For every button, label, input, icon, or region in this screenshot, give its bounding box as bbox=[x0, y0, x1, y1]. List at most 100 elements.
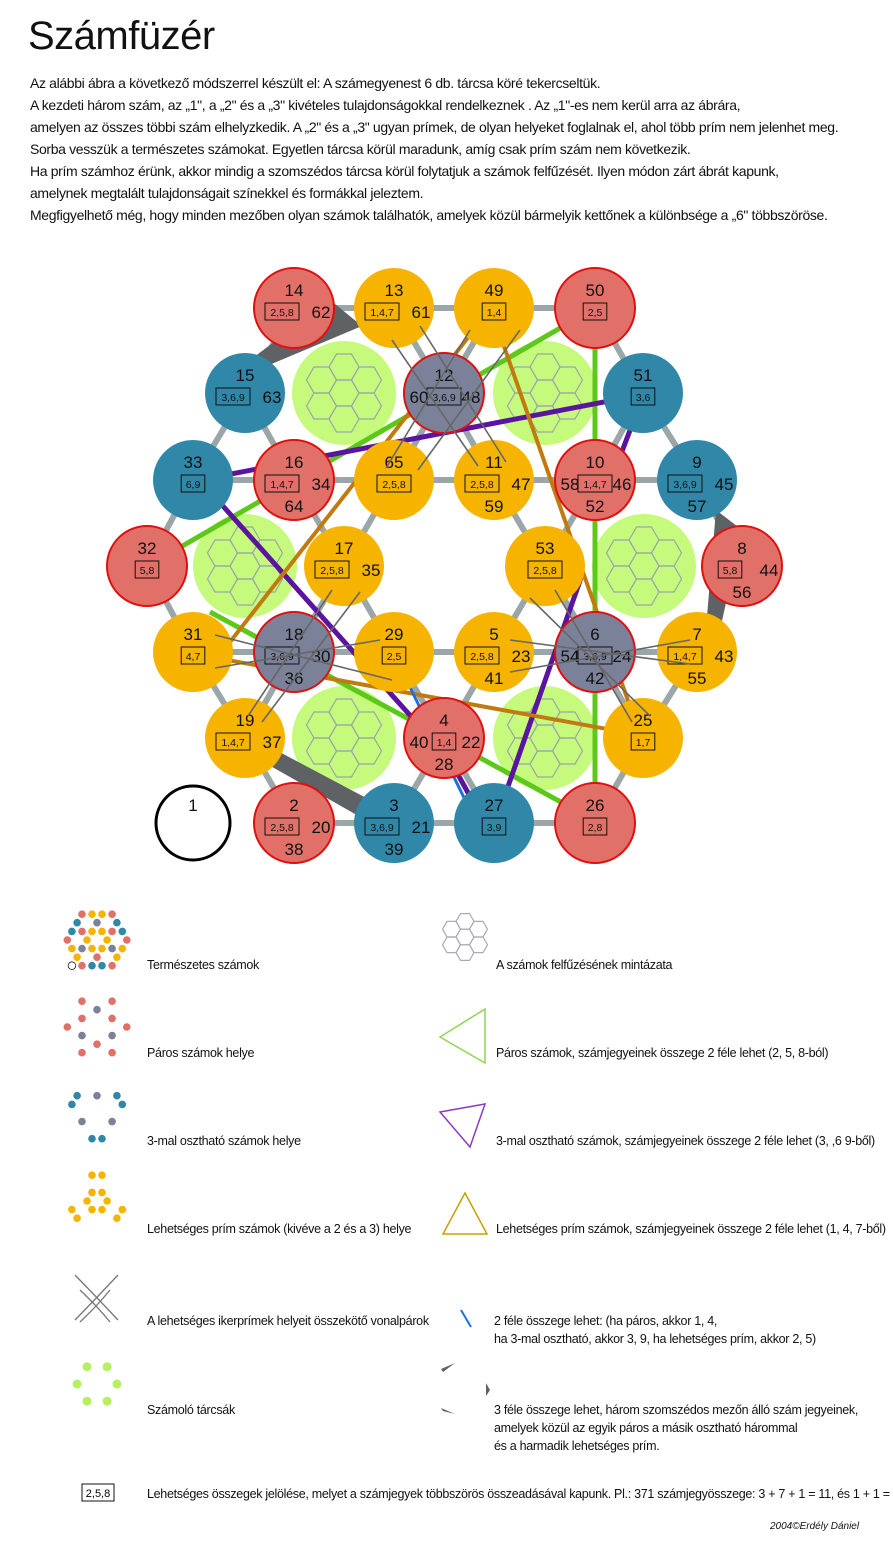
number-circle bbox=[403, 697, 485, 779]
number-circle bbox=[253, 782, 335, 864]
other-number-label: 40 bbox=[410, 733, 429, 752]
legend-disk-dot bbox=[72, 1379, 82, 1389]
twin-line bbox=[79, 1289, 111, 1323]
legend-natural-numbers: Természetes számok bbox=[147, 958, 259, 972]
twin-prime-line bbox=[261, 591, 361, 723]
number-circle bbox=[153, 612, 233, 692]
legend-counting-disks: Számoló tárcsák bbox=[147, 1403, 235, 1417]
legend-dot bbox=[88, 910, 96, 918]
intro-text: Az alábbi ábra a következő módszerrel ké… bbox=[30, 72, 839, 226]
digit-sum-box bbox=[630, 732, 656, 751]
hex-pattern-icon bbox=[441, 912, 489, 962]
number-node-65: 652,5,8 bbox=[354, 440, 434, 520]
legend-even: Páros számok helye bbox=[147, 1046, 255, 1060]
legend-dot bbox=[118, 927, 127, 936]
number-circle bbox=[454, 268, 534, 348]
intro-line: Az alábbi ábra a következő módszerrel ké… bbox=[30, 75, 601, 91]
other-number-label: 59 bbox=[485, 497, 504, 516]
legend-line: 3 féle összege lehet, három szomszédos m… bbox=[494, 1403, 859, 1417]
legend-dot bbox=[103, 936, 111, 944]
legend-two-sums: 2 féle összege lehet: (ha páros, akkor 1… bbox=[494, 1312, 816, 1348]
legend-dot bbox=[83, 936, 91, 944]
digit-sum-label: 1,4,7 bbox=[673, 651, 697, 663]
other-number-label: 52 bbox=[586, 497, 605, 516]
digit-sum-box bbox=[717, 560, 743, 579]
legend-mult3-sums: 3-mal osztható számok, számjegyeinek öss… bbox=[496, 1134, 875, 1148]
legend-dot bbox=[98, 944, 106, 953]
digit-sum-box bbox=[264, 302, 300, 321]
other-number-label: 63 bbox=[263, 388, 282, 407]
counting-disks-icon bbox=[72, 1362, 122, 1406]
legend-dot bbox=[68, 944, 76, 953]
digit-sum-label: 2,5 bbox=[387, 651, 402, 663]
legend-dot bbox=[113, 953, 121, 961]
counting-disk bbox=[592, 514, 696, 618]
digit-sum-box bbox=[215, 387, 251, 406]
prime-dots-icon bbox=[68, 1171, 127, 1222]
digit-sum-label: 3,9 bbox=[487, 822, 502, 834]
legend-dot bbox=[108, 944, 116, 953]
digit-sum-label: 3,6 bbox=[636, 392, 651, 404]
number-circle bbox=[603, 353, 683, 433]
intro-line: amelynek megtalált tulajdonságait színek… bbox=[30, 185, 424, 201]
number-label: 51 bbox=[634, 366, 653, 385]
legend-dot bbox=[103, 1197, 111, 1205]
legend-three-sums: 3 féle összege lehet, három szomszédos m… bbox=[494, 1401, 858, 1455]
legend-dot bbox=[78, 910, 86, 918]
digit-sum-box bbox=[376, 474, 412, 493]
disk-fill bbox=[592, 514, 696, 618]
digit-sum-label: 1,4,7 bbox=[221, 737, 245, 749]
hexagon-outline bbox=[350, 711, 383, 739]
digit-sum-label: 3,6,9 bbox=[432, 392, 456, 404]
intro-line: amelyen az összes többi szám elhelyzkedi… bbox=[30, 119, 839, 135]
hexagon-outline bbox=[551, 366, 584, 394]
other-number-label: 28 bbox=[435, 755, 454, 774]
yellow-triangle-icon bbox=[441, 1191, 489, 1235]
sum-box-label: 2,5,8 bbox=[86, 1488, 110, 1500]
number-label: 4 bbox=[439, 711, 448, 730]
legend-dot bbox=[88, 961, 96, 970]
number-label: 53 bbox=[536, 539, 555, 558]
twin-prime-lines-icon bbox=[74, 1274, 119, 1323]
legend-disk-dot bbox=[112, 1379, 122, 1389]
legend-dot bbox=[68, 927, 76, 936]
legend-even-sums: Páros számok, számjegyeinek összege 2 fé… bbox=[496, 1046, 829, 1060]
number-label: 33 bbox=[184, 453, 203, 472]
blue-line-icon bbox=[460, 1309, 472, 1328]
number-label: 50 bbox=[586, 281, 605, 300]
number-circle bbox=[253, 611, 335, 693]
legend-dot bbox=[108, 927, 116, 936]
legend-dot bbox=[88, 944, 96, 953]
number-label: 6 bbox=[590, 625, 599, 644]
digit-sum-box bbox=[314, 560, 350, 579]
other-number-label: 43 bbox=[715, 647, 734, 666]
other-number-label: 35 bbox=[362, 561, 381, 580]
number-circle bbox=[253, 439, 335, 521]
wedge bbox=[441, 1363, 455, 1372]
sum-box-example-icon: 2,5,8 bbox=[81, 1483, 115, 1502]
twin-line bbox=[74, 1274, 119, 1321]
legend-dot bbox=[68, 1100, 76, 1109]
number-circle bbox=[106, 525, 188, 607]
legend-dot bbox=[98, 961, 106, 970]
other-number-label: 41 bbox=[485, 669, 504, 688]
number-node-33: 336,9 bbox=[153, 440, 233, 520]
legend-line: és a harmadik lehetséges prím. bbox=[494, 1439, 660, 1453]
twin-prime-line bbox=[214, 634, 393, 681]
twin-prime-line bbox=[247, 589, 333, 717]
legend-dot bbox=[78, 1048, 86, 1057]
number-node-53: 532,5,8 bbox=[505, 526, 585, 606]
legend-dot bbox=[73, 953, 81, 961]
number-circle bbox=[354, 612, 434, 692]
legend-dot bbox=[98, 1171, 106, 1179]
legend-dot bbox=[118, 1100, 127, 1109]
digit-sum-box bbox=[481, 302, 507, 321]
other-number-label: 34 bbox=[312, 475, 331, 494]
digit-sum-label: 3,6,9 bbox=[673, 479, 697, 491]
number-label: 2 bbox=[289, 796, 298, 815]
number-label: 9 bbox=[692, 453, 701, 472]
